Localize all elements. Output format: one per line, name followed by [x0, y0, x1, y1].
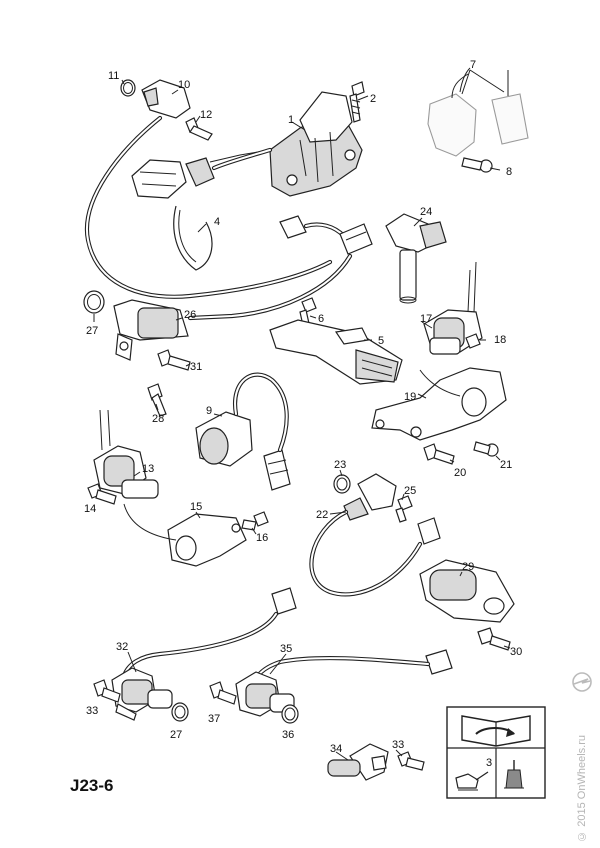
callout-numbers: 1 2 4 5 6 7 8 9 10 11 12 13 14 15 16 17 …: [84, 59, 522, 755]
seal-ring-27-bottom: [171, 702, 189, 722]
bolt-25: [395, 495, 413, 523]
seal-ring-27-top: [83, 290, 105, 314]
leader-lines: [93, 69, 511, 761]
bolt-2: [349, 81, 365, 123]
connector-35-plug: [425, 649, 453, 675]
part-13-sensor: [93, 409, 159, 499]
bolt-12: [185, 117, 213, 141]
callout-9: 9: [206, 405, 212, 417]
part-1-sensor-bracket: [209, 91, 363, 197]
callout-29: 29: [462, 561, 474, 573]
part-32-sensor: [111, 667, 173, 721]
callout-23: 23: [334, 459, 346, 471]
brand-logo-icon: [572, 672, 592, 692]
callout-28: 28: [152, 413, 164, 425]
bolt-8: [461, 157, 493, 173]
callout-21: 21: [500, 459, 512, 471]
watermark: © 2015 OnWheels.ru: [576, 735, 588, 842]
bolt-33-left: [93, 679, 121, 703]
part-15-bracket: [167, 513, 247, 567]
callout-33-left: 33: [86, 705, 98, 717]
callout-27-top: 27: [86, 325, 98, 337]
bolt-28: [147, 383, 167, 417]
bolt-33-bottom: [397, 751, 425, 771]
callout-24: 24: [420, 206, 432, 218]
bolt-31: [157, 349, 191, 371]
bolt-37: [209, 681, 237, 705]
part-26-sensor: [113, 299, 189, 361]
callout-34: 34: [330, 743, 342, 755]
bolt-20: [423, 443, 455, 465]
bolt-16: [241, 511, 269, 531]
connector-22: [417, 517, 441, 545]
callout-32: 32: [116, 641, 128, 653]
seal-ring-23: [333, 474, 351, 494]
sensor-tool-icon: [504, 760, 524, 789]
callout-25: 25: [404, 485, 416, 497]
callout-22: 22: [316, 509, 328, 521]
callout-12: 12: [200, 109, 212, 121]
callout-4: 4: [214, 216, 220, 228]
connector-near-4: [279, 215, 307, 239]
part-22-sensor: [343, 473, 397, 521]
callout-11: 11: [108, 70, 119, 82]
part-5-bracket-sensor: [269, 319, 403, 385]
seal-ring-11: [120, 79, 136, 97]
part-24-sensor: [385, 213, 447, 304]
clip-4: [173, 205, 213, 271]
callout-8: 8: [506, 166, 512, 178]
callout-19: 19: [404, 391, 416, 403]
callout-37: 37: [208, 713, 220, 725]
oil-can-icon: [455, 771, 489, 791]
callout-31: 31: [190, 361, 202, 373]
callout-14: 14: [84, 503, 96, 515]
manual-book-icon: [461, 715, 531, 747]
callout-3: 3: [486, 757, 492, 769]
callout-17: 17: [420, 313, 432, 325]
harness-connector-main: [131, 157, 215, 199]
part-34-sensor: [327, 743, 389, 781]
callout-20: 20: [454, 467, 466, 479]
callout-6: 6: [318, 313, 324, 325]
service-info-box: 3: [446, 706, 546, 799]
callout-15: 15: [190, 501, 202, 513]
part-7-ghost-sensor: [427, 67, 529, 157]
bolt-18: [465, 333, 481, 349]
callout-18: 18: [494, 334, 506, 346]
callout-33-bottom: 33: [392, 739, 404, 751]
part-19-bracket: [371, 367, 507, 441]
callout-13: 13: [142, 463, 154, 475]
seal-ring-36: [281, 704, 299, 724]
bolt-14: [87, 483, 117, 505]
callout-2: 2: [370, 93, 376, 105]
callout-16: 16: [256, 532, 268, 544]
part-29-sensor: [419, 559, 515, 623]
callout-10: 10: [178, 79, 190, 91]
part-10-sensor: [141, 79, 191, 119]
callout-27-bottom: 27: [170, 729, 182, 741]
callout-1: 1: [288, 114, 294, 126]
diagram-code: J23-6: [70, 776, 114, 795]
callout-7: 7: [470, 59, 476, 71]
connector-32-plug: [271, 587, 297, 615]
callout-26: 26: [184, 309, 196, 321]
part-9-sensor: [195, 411, 291, 491]
bolt-21: [473, 441, 499, 457]
callout-30: 30: [510, 646, 522, 658]
callout-35: 35: [280, 643, 292, 655]
callout-5: 5: [378, 335, 384, 347]
connector-26-plug: [339, 223, 373, 255]
callout-36: 36: [282, 729, 294, 741]
